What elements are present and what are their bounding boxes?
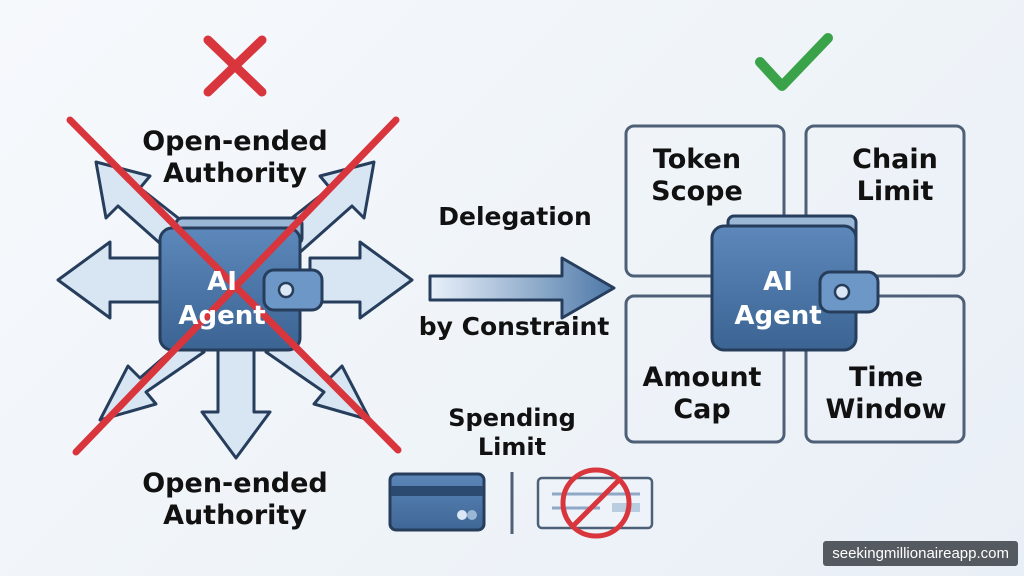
arrow-right [308,240,414,320]
left-wallet-label-line2: Agent [178,301,265,331]
open-ended-arrows [56,160,414,460]
green-check-icon [755,33,833,91]
amount-cap-line1: Amount [642,362,762,393]
amount-cap-label: Amount Cap [636,362,768,427]
big-red-cross [66,116,402,456]
arrow-left [56,240,162,320]
right-wallet [710,214,880,352]
chain-limit-line1: Chain [852,144,938,175]
delegation-arrow [428,256,616,320]
box-time-window [804,294,966,444]
token-scope-line2: Scope [651,176,743,208]
right-wallet-label-line2: Agent [734,301,821,331]
box-chain-limit [804,124,966,278]
amount-cap-line2: Cap [673,394,731,426]
credit-card-icon [388,472,486,532]
chain-limit-line2: Limit [856,176,934,208]
time-window-line1: Time [848,362,924,393]
time-window-line2: Window [825,394,947,426]
chain-limit-label: Chain Limit [830,144,960,209]
left-wallet-label-line1: AI [207,267,237,297]
top-open-ended-authority-label: Open-ended Authority [130,126,340,191]
bottom-open-ended-authority-label: Open-ended Authority [130,468,340,533]
delegation-label: Delegation [438,202,592,231]
top-label-line1: Open-ended [142,126,328,157]
arrow-down [200,348,272,460]
right-wallet-label-line1: AI [763,267,793,297]
crossed-out-check-icon [536,467,654,539]
box-token-scope [624,124,786,278]
token-scope-line1: Token [652,144,742,175]
spending-limit-line1: Spending [448,404,576,432]
top-label-line2: Authority [163,158,307,190]
red-x-icon [203,35,267,97]
watermark: seekingmillionaireapp.com [823,541,1018,566]
box-amount-cap [624,294,786,444]
bottom-label-line2: Authority [163,500,307,532]
bottom-label-line1: Open-ended [142,468,328,499]
spending-limit-label: Spending Limit [440,404,584,462]
time-window-label: Time Window [818,362,954,427]
constraint-boxes [624,124,966,444]
token-scope-label: Token Scope [632,144,762,209]
spending-limit-line2: Limit [477,432,547,461]
by-constraint-label: by Constraint [418,312,610,341]
